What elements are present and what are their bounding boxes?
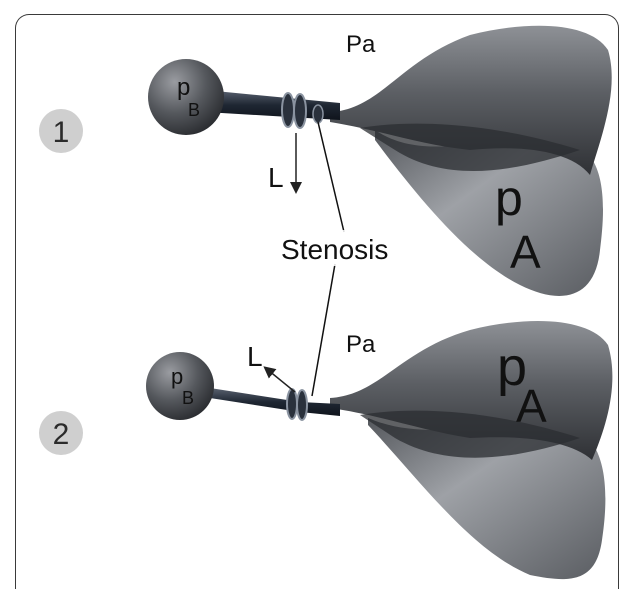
pa-label-1: Pa: [346, 31, 376, 58]
stenosis-pointer-bottom: [312, 264, 335, 396]
stenosis-pointer-top: [318, 122, 344, 232]
pa-label-2: Pa: [346, 331, 376, 358]
l-label-2: L: [247, 341, 263, 372]
lung-sublabel-1: A: [510, 226, 541, 278]
bulb-sublabel-2: B: [182, 388, 194, 408]
stenosis-ring-2: [287, 389, 307, 420]
stenosis-ring-1: [282, 93, 323, 128]
lung-label-1: p: [495, 170, 523, 226]
bulb-sublabel-1: B: [188, 100, 200, 120]
airway-tube-2: [210, 388, 340, 416]
bulb-label-2: p: [171, 364, 183, 389]
lung-sublabel-2: A: [516, 380, 547, 432]
panel-number-1: 1: [53, 116, 70, 149]
panel-2: p B p A Pa L 2: [39, 321, 612, 579]
bulb-label-1: p: [177, 74, 190, 101]
l-label-1: L: [268, 162, 284, 193]
stenosis-label: Stenosis: [281, 234, 388, 265]
l-arrow-2: [268, 370, 295, 392]
panel-number-2: 2: [53, 418, 70, 451]
